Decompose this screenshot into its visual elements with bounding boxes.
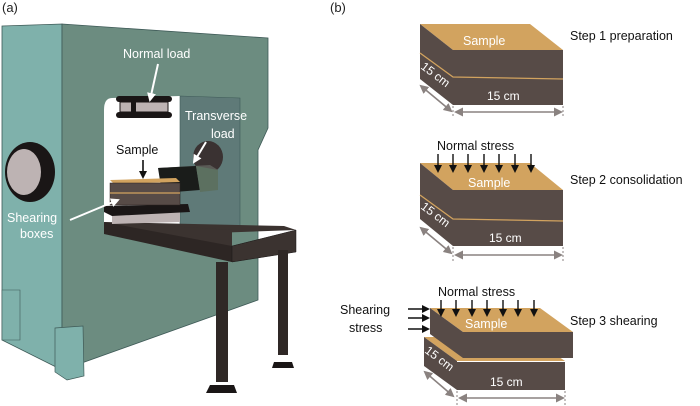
panel-b-label: (b) [330, 0, 346, 15]
side-knob-inner [7, 149, 41, 195]
step-3-width-label: 15 cm [490, 375, 523, 389]
shearing-boxes-label-1: Shearing [7, 211, 57, 225]
shearing-boxes-arrow [69, 198, 120, 221]
shearing-boxes [104, 178, 190, 224]
step-2-normal-stress-label: Normal stress [437, 139, 514, 153]
step-3-title: Step 3 shearing [570, 314, 658, 328]
step-3-normal-stress-label: Normal stress [438, 285, 515, 299]
sample-label: Sample [116, 143, 158, 157]
transverse-load-arrow [192, 141, 207, 164]
step-2-depth-dimension [419, 226, 453, 255]
transverse-load-label-2: load [211, 127, 235, 141]
step-3-shearing-stress-label-1: Shearing [340, 303, 390, 317]
step-2-sample-label: Sample [468, 176, 510, 190]
step-1-width-label: 15 cm [487, 89, 520, 103]
table-leg-back [278, 250, 288, 355]
step-2-title: Step 2 consolidation [570, 173, 683, 187]
shearing-boxes-label-2: boxes [20, 227, 53, 241]
step-2-width-label: 15 cm [489, 231, 522, 245]
step-2-normal-stress-arrows [434, 154, 535, 173]
shear-apparatus [1, 23, 297, 393]
normal-load-arrow [147, 63, 159, 102]
step-3-shearing-stress-label-2: stress [349, 321, 382, 335]
step-3-normal-stress-arrows [437, 300, 538, 317]
step-3-depth-dimension [423, 370, 455, 398]
normal-load-label: Normal load [123, 47, 190, 61]
step-1-depth-dimension [419, 84, 453, 113]
step-3-sample-label: Sample [465, 317, 507, 331]
step-3-shearing-stress-arrows [408, 305, 430, 333]
frame-foot-pocket [54, 325, 85, 381]
step-1-sample-label: Sample [463, 34, 505, 48]
normal-load-piston [116, 96, 172, 118]
transverse-load-label-1: Transverse [185, 109, 247, 123]
panel-a-label: (a) [2, 0, 18, 15]
table [104, 222, 297, 393]
step-1-title: Step 1 preparation [570, 29, 673, 43]
table-leg-front [216, 262, 228, 382]
